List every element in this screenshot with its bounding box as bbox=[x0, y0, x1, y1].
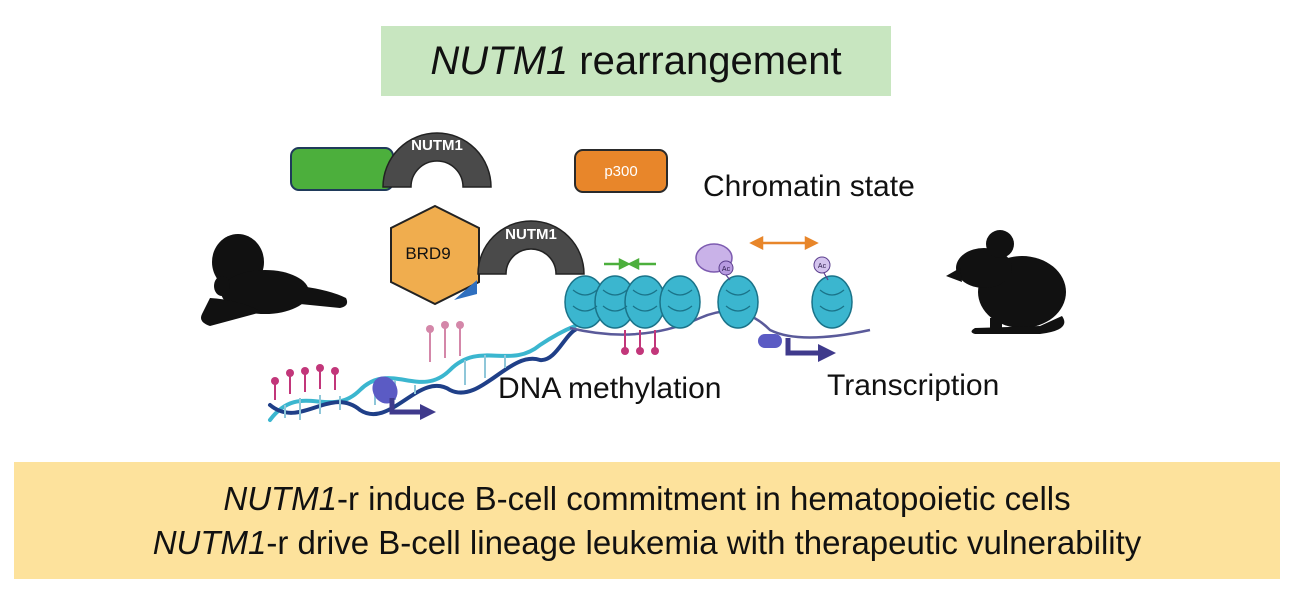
transcription-arrowhead-right bbox=[818, 344, 836, 362]
conclusion-1-text: -r induce B-cell commitment in hematopoi… bbox=[337, 479, 1071, 517]
transcription-arrow-left bbox=[389, 398, 425, 415]
methyl-marks-chromatin bbox=[621, 330, 659, 355]
methyl-marks-dna bbox=[271, 321, 464, 400]
transcription-label: Transcription bbox=[827, 369, 1000, 402]
dna-methylation-label: DNA methylation bbox=[498, 372, 722, 405]
infant-icon bbox=[201, 234, 348, 326]
ac-stalk-2 bbox=[823, 272, 829, 281]
brd9-hexagon bbox=[390, 204, 480, 306]
conclusion-banner: NUTM1-r induce B-cell commitment in hema… bbox=[14, 462, 1280, 579]
nucleosomes bbox=[564, 275, 853, 329]
title-text: rearrangement bbox=[568, 38, 842, 83]
p300-box bbox=[574, 149, 668, 193]
chromatin-state-label: Chromatin state bbox=[703, 170, 915, 203]
nucleosome bbox=[717, 275, 759, 329]
ac-mark-1-label: Ac bbox=[722, 266, 731, 273]
fusion-partner-box bbox=[290, 147, 394, 191]
nutm1-top-label: NUTM1 bbox=[411, 137, 463, 154]
nucleosome-stripes bbox=[572, 289, 845, 312]
nucleosome bbox=[624, 275, 666, 329]
nutm1-mid-label: NUTM1 bbox=[505, 226, 557, 243]
conclusion-2-text: -r drive B-cell lineage leukemia with th… bbox=[266, 523, 1142, 561]
p300-label: p300 bbox=[604, 163, 637, 180]
chromatin-bound-factor bbox=[758, 334, 782, 348]
ac-stalk-1 bbox=[725, 274, 731, 281]
conclusion-line-2: NUTM1-r drive B-cell lineage leukemia wi… bbox=[153, 521, 1142, 565]
conclusion-1-gene: NUTM1 bbox=[223, 479, 338, 517]
title-gene: NUTM1 bbox=[430, 38, 569, 83]
brd9-label: BRD9 bbox=[405, 244, 450, 263]
mechanism-diagram: NUTM1 p300 BRD9 NUTM1 bbox=[201, 132, 1066, 422]
transcription-arrow-right bbox=[785, 338, 822, 356]
open-chromatin-arrow bbox=[749, 235, 819, 251]
nutm1-mid-shape bbox=[477, 220, 585, 275]
title-banner: NUTM1 rearrangement bbox=[381, 26, 891, 96]
dna-base-pairs bbox=[284, 355, 506, 420]
dna-bound-factor bbox=[372, 376, 398, 404]
ac-mark-2 bbox=[813, 256, 831, 274]
ac-mark-2-label: Ac bbox=[818, 263, 827, 270]
mouse-icon bbox=[946, 230, 1066, 334]
dna-helix bbox=[268, 324, 577, 422]
conclusion-line-1: NUTM1-r induce B-cell commitment in hema… bbox=[223, 477, 1070, 521]
nucleosome bbox=[811, 275, 853, 329]
compaction-arrows bbox=[604, 257, 656, 271]
nutm1-top-shape bbox=[382, 132, 492, 188]
transcription-arrowhead-left bbox=[420, 404, 436, 420]
nucleosome bbox=[659, 275, 701, 329]
conclusion-2-gene: NUTM1 bbox=[152, 523, 267, 561]
brd9-triangle-icon bbox=[454, 280, 477, 300]
